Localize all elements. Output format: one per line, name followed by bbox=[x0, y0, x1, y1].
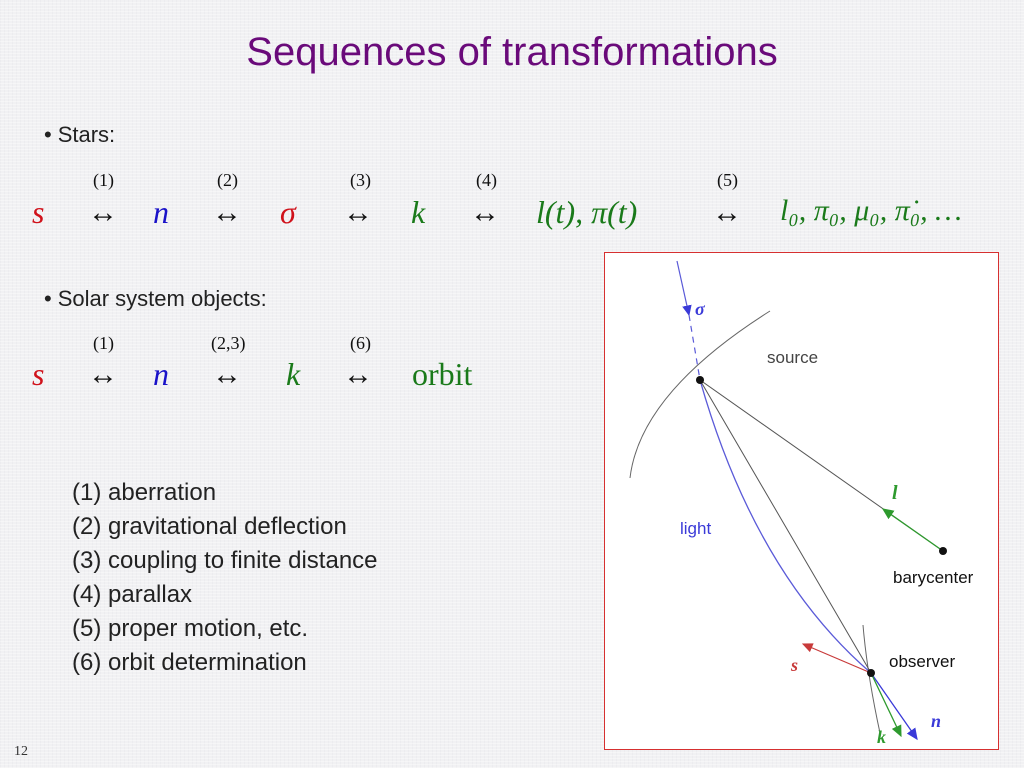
stars-term-s: s bbox=[32, 194, 45, 230]
bullet-stars-text: Stars: bbox=[57, 122, 116, 147]
stars-term-sigma: σ bbox=[280, 194, 296, 230]
legend-item-gravitational-deflection: (2) gravitational deflection bbox=[72, 513, 347, 540]
source-observer-line bbox=[699, 379, 872, 674]
solar-label-1: (1) bbox=[93, 333, 114, 353]
fig-label-barycenter: barycenter bbox=[893, 568, 974, 587]
bullet-stars: •Stars: bbox=[44, 122, 115, 148]
stars-label-5: (5) bbox=[717, 170, 738, 190]
legend-item-orbit-determination: (6) orbit determination bbox=[72, 649, 307, 676]
fig-label-sigma: σ bbox=[695, 299, 706, 319]
light-path bbox=[699, 379, 872, 674]
page-number: 12 bbox=[14, 744, 28, 759]
n-arrow bbox=[870, 672, 918, 741]
solar-arrow-2: ↔ bbox=[212, 358, 242, 391]
slide-title: Sequences of transformations bbox=[246, 30, 778, 74]
l-arrow bbox=[881, 508, 944, 552]
stars-label-2: (2) bbox=[217, 170, 238, 190]
fig-label-s: s bbox=[790, 655, 798, 675]
observer-point bbox=[867, 669, 875, 677]
stars-arrow-4: ↔ bbox=[470, 196, 500, 229]
stars-arrow-5: ↔ bbox=[712, 196, 742, 229]
s-arrow bbox=[801, 643, 872, 674]
fig-label-observer: observer bbox=[889, 652, 955, 671]
sigma-arrow bbox=[676, 260, 692, 317]
stars-term-k: k bbox=[411, 194, 426, 230]
fig-label-light: light bbox=[680, 519, 711, 538]
solar-arrow-1: ↔ bbox=[88, 358, 118, 391]
solar-label-23: (2,3) bbox=[211, 333, 246, 353]
bullet-solar-text: Solar system objects: bbox=[57, 286, 267, 311]
source-sphere-arc bbox=[629, 310, 771, 479]
legend-item-aberration: (1) aberration bbox=[72, 479, 217, 506]
transformation-legend: (1) aberration (2) gravitational deflect… bbox=[72, 476, 378, 680]
source-point bbox=[696, 376, 704, 384]
legend-item-proper-motion: (5) proper motion, etc. bbox=[72, 615, 309, 642]
stars-term-n: n bbox=[153, 194, 169, 230]
fig-label-l: l bbox=[892, 482, 898, 504]
stars-label-4: (4) bbox=[476, 170, 497, 190]
sigma-dashed-line bbox=[688, 314, 701, 381]
solar-label-6: (6) bbox=[350, 333, 371, 353]
solar-term-k: k bbox=[286, 356, 301, 392]
stars-term-params: l₀, π₀, μ₀, π̇₀, … bbox=[780, 194, 962, 227]
solar-term-n: n bbox=[153, 356, 169, 392]
solar-arrow-3: ↔ bbox=[343, 358, 373, 391]
legend-item-parallax: (4) parallax bbox=[72, 581, 193, 608]
stars-term-lt-pit: l(t), π(t) bbox=[536, 194, 638, 230]
stars-arrow-2: ↔ bbox=[212, 196, 242, 229]
stars-label-3: (3) bbox=[350, 170, 371, 190]
fig-label-source: source bbox=[767, 348, 818, 367]
stars-arrow-1: ↔ bbox=[88, 196, 118, 229]
k-arrow bbox=[870, 672, 902, 738]
fig-label-n: n bbox=[931, 711, 941, 731]
legend-item-coupling: (3) coupling to finite distance bbox=[72, 547, 378, 574]
stars-arrow-3: ↔ bbox=[343, 196, 373, 229]
solar-term-s: s bbox=[32, 356, 45, 392]
bullet-dot-icon: • bbox=[44, 122, 52, 147]
stars-label-1: (1) bbox=[93, 170, 114, 190]
observer-sphere-arc bbox=[862, 624, 881, 734]
geometry-diagram: σ source light l barycenter s observer k… bbox=[629, 260, 974, 747]
barycenter-point bbox=[939, 547, 947, 555]
solar-term-orbit: orbit bbox=[412, 356, 473, 392]
fig-label-k: k bbox=[877, 727, 886, 747]
bullet-dot-icon: • bbox=[44, 286, 52, 311]
bullet-solar: •Solar system objects: bbox=[44, 286, 267, 312]
geometry-figure: σ source light l barycenter s observer k… bbox=[604, 252, 999, 750]
